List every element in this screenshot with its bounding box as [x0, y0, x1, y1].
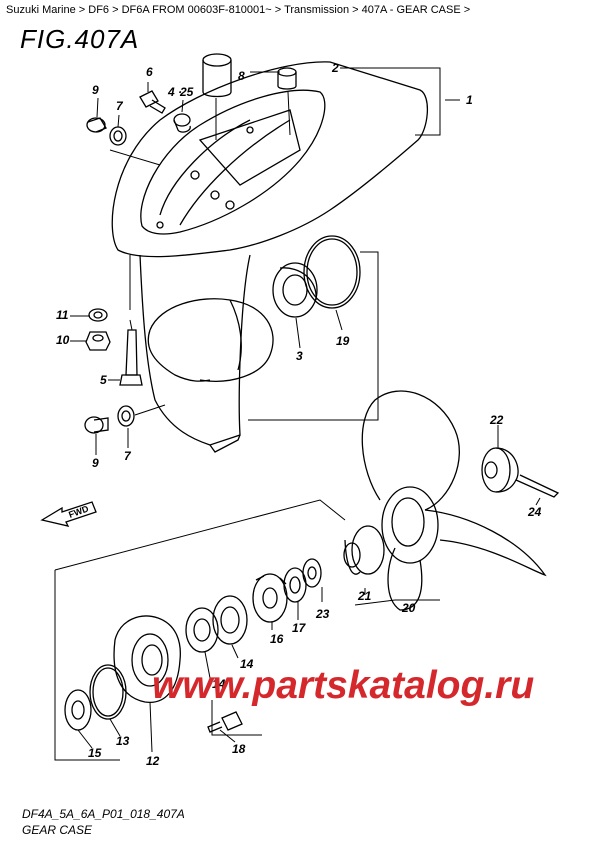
callout-12[interactable]: 12	[146, 754, 160, 768]
callout-18[interactable]: 18	[232, 742, 246, 756]
callout-15[interactable]: 15	[88, 746, 102, 760]
fwd-arrow-icon	[40, 501, 97, 527]
part-14-bearing-lower[interactable]	[185, 607, 219, 653]
part-21-bushing[interactable]	[343, 525, 385, 575]
callout-14-upper[interactable]: 14	[240, 657, 254, 671]
breadcrumb-sep: >	[463, 4, 471, 16]
part-22-prop-nut[interactable]	[481, 447, 519, 493]
callout-17[interactable]: 17	[292, 621, 307, 635]
callout-25[interactable]: 25	[179, 85, 194, 99]
part-15-oil-seal[interactable]	[64, 689, 92, 731]
part-24-cotter-pin[interactable]	[515, 474, 560, 498]
callout-9-bottom[interactable]: 9	[92, 456, 99, 470]
breadcrumb-item-section[interactable]: Transmission	[284, 4, 350, 16]
part-5-stud-bolt[interactable]	[119, 329, 143, 386]
gear-case-housing[interactable]	[111, 61, 428, 453]
callout-23[interactable]: 23	[315, 607, 330, 621]
callout-24[interactable]: 24	[527, 505, 542, 519]
part-13-o-ring[interactable]	[89, 664, 127, 720]
breadcrumb-item-page[interactable]: 407A - GEAR CASE	[361, 4, 461, 16]
breadcrumb-item-serial[interactable]: DF6A FROM 00603F-810001~	[121, 4, 272, 16]
callout-20[interactable]: 20	[401, 601, 416, 615]
callout-13[interactable]: 13	[116, 734, 130, 748]
callout-22[interactable]: 22	[489, 413, 504, 427]
part-12-shaft-housing[interactable]	[113, 615, 181, 703]
figure-caption: GEAR CASE	[22, 823, 93, 837]
part-2-sleeve[interactable]	[202, 53, 232, 98]
part-19-o-ring[interactable]	[303, 235, 361, 309]
callout-6[interactable]: 6	[146, 65, 153, 79]
callout-1[interactable]: 1	[466, 93, 473, 107]
part-20-propeller[interactable]	[361, 390, 547, 611]
callout-21[interactable]: 21	[357, 589, 372, 603]
part-7-gasket-top[interactable]	[109, 126, 127, 146]
watermark-text: www.partskatalog.ru	[152, 664, 535, 707]
breadcrumb-sep: >	[112, 4, 119, 16]
callout-11[interactable]: 11	[56, 308, 69, 322]
callout-5[interactable]: 5	[100, 373, 107, 387]
breadcrumb-sep: >	[352, 4, 359, 16]
callout-14-lower[interactable]: 14	[212, 677, 226, 691]
part-11-washer[interactable]	[88, 308, 108, 322]
part-6-bolt[interactable]	[139, 90, 166, 114]
part-10-nut[interactable]	[85, 331, 111, 351]
callout-4[interactable]: 4 ·	[167, 85, 182, 99]
callout-8[interactable]: 8	[238, 69, 245, 83]
callout-10[interactable]: 10	[56, 333, 70, 347]
callout-7-bottom[interactable]: 7	[124, 449, 132, 463]
figure-title: FIG.407A	[20, 24, 140, 54]
part-9-plug-top[interactable]	[86, 117, 107, 133]
breadcrumb-item-home[interactable]: Suzuki Marine	[6, 4, 76, 16]
figure-code: DF4A_5A_6A_P01_018_407A	[22, 807, 185, 821]
callout-2[interactable]: 2	[331, 61, 339, 75]
callout-16[interactable]: 16	[270, 632, 284, 646]
part-7-gasket-bottom[interactable]	[117, 405, 135, 427]
callout-labels: 1 2 3 4 · 5 6 7 8 9 10 11 12 13 14 14 15…	[56, 61, 542, 768]
callout-7-top[interactable]: 7	[116, 99, 124, 113]
part-4-25-bushing[interactable]	[173, 113, 191, 133]
part-9-plug-bottom[interactable]	[84, 416, 109, 434]
callout-3[interactable]: 3	[296, 349, 303, 363]
breadcrumb-sep: >	[78, 4, 89, 16]
part-8-bushing[interactable]	[277, 67, 297, 90]
callout-19[interactable]: 19	[336, 334, 350, 348]
part-18-bolt[interactable]	[207, 711, 243, 733]
leader-lines	[54, 67, 541, 761]
breadcrumb-item-model[interactable]: DF6	[88, 4, 110, 16]
breadcrumb: Suzuki Marine > DF6 > DF6A FROM 00603F-8…	[6, 4, 470, 16]
callout-9-top[interactable]: 9	[92, 83, 99, 97]
part-14-bearing-upper[interactable]	[212, 595, 248, 645]
part-16-gear[interactable]	[252, 573, 288, 623]
breadcrumb-sep: >	[274, 4, 282, 16]
